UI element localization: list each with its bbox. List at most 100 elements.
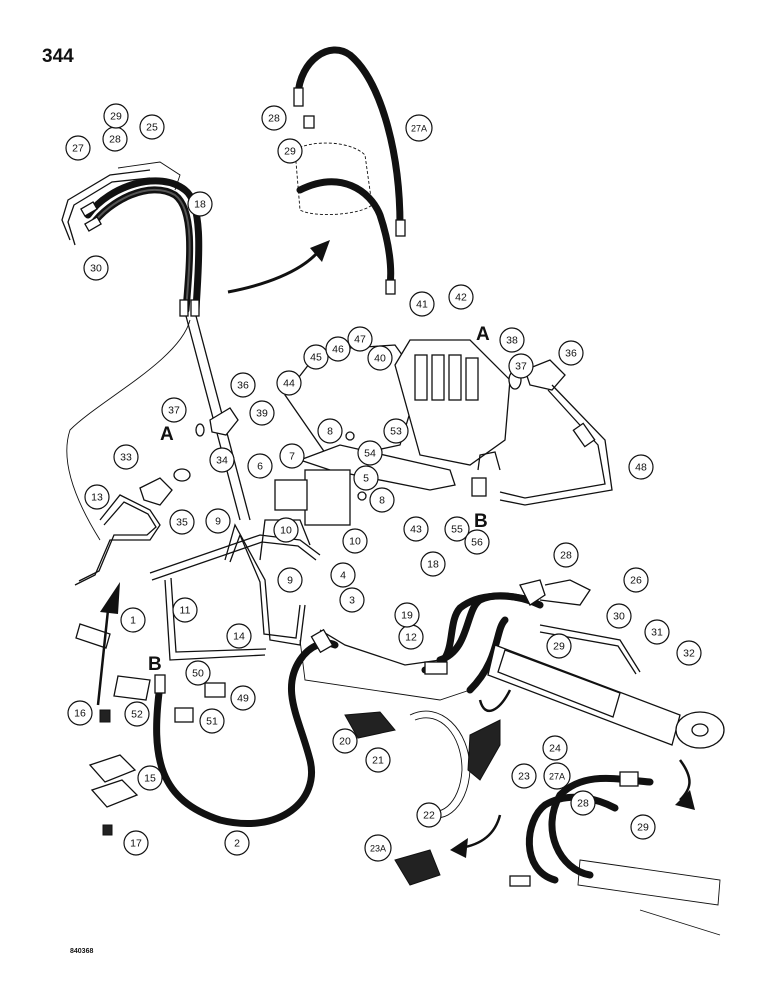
callout-label: 12	[405, 632, 417, 644]
callout-circle	[511, 763, 537, 789]
callout-label: 7	[289, 451, 295, 463]
callout-circle	[169, 509, 195, 535]
callout-c15: 15	[137, 765, 163, 791]
callout-c31: 31	[644, 619, 670, 645]
section-letter-a-right: A	[476, 324, 490, 345]
callout-circle	[113, 444, 139, 470]
callout-c6: 6	[247, 453, 273, 479]
callout-c54: 54	[357, 440, 383, 466]
callout-c45: 45	[303, 344, 329, 370]
callout-label: 29	[284, 146, 296, 158]
callout-circle	[120, 607, 146, 633]
callout-c32: 32	[676, 640, 702, 666]
callout-circle	[65, 135, 91, 161]
callout-c24: 24	[542, 735, 568, 761]
callout-c22: 22	[416, 802, 442, 828]
callout-c48: 48	[628, 454, 654, 480]
callout-c11: 11	[172, 597, 198, 623]
callout-c4: 4	[330, 562, 356, 588]
callout-circle	[623, 567, 649, 593]
callout-label: 15	[144, 773, 156, 785]
callout-label: 18	[427, 559, 439, 571]
callout-circle	[357, 440, 383, 466]
callout-c5: 5	[353, 465, 379, 491]
callout-circle	[67, 700, 93, 726]
callout-circle	[570, 790, 596, 816]
callout-label: 10	[280, 525, 292, 537]
callout-label: 23	[518, 771, 530, 783]
callout-circle	[365, 747, 391, 773]
callout-c26: 26	[623, 567, 649, 593]
callout-label: 13	[91, 492, 103, 504]
callout-circle	[644, 619, 670, 645]
callout-label: 37	[515, 361, 527, 373]
callout-c27a2: 27A	[543, 762, 571, 790]
arrow-4-head	[450, 838, 468, 858]
callout-label: 50	[192, 668, 204, 680]
callout-circle	[630, 814, 656, 840]
cylinder-24	[487, 624, 725, 749]
section-letter-b-left: B	[148, 654, 162, 675]
callout-c2: 2	[224, 830, 250, 856]
clamps	[344, 710, 501, 886]
callout-c43: 43	[403, 516, 429, 542]
callout-circle	[279, 443, 305, 469]
callout-c18a: 18	[187, 191, 213, 217]
callout-c12: 12	[398, 624, 424, 650]
callout-label: 6	[257, 461, 263, 473]
callout-circle	[187, 191, 213, 217]
callout-c30a: 30	[83, 255, 109, 281]
callout-c38: 38	[499, 327, 525, 353]
callout-c28b: 28	[261, 105, 287, 131]
callout-c33: 33	[113, 444, 139, 470]
callout-circle	[124, 701, 150, 727]
callout-label: 26	[630, 575, 642, 587]
callout-circle	[230, 685, 256, 711]
callout-label: 8	[327, 426, 333, 438]
callout-label: 27A	[411, 124, 427, 134]
callout-c25: 25	[139, 114, 165, 140]
detail-27a-bottom	[509, 771, 721, 936]
callout-circle	[226, 623, 252, 649]
callout-c39: 39	[249, 400, 275, 426]
callout-c28c: 28	[553, 542, 579, 568]
callout-circle	[137, 765, 163, 791]
callout-c42: 42	[448, 284, 474, 310]
callout-c29c: 29	[546, 633, 572, 659]
callout-label: 42	[455, 292, 467, 304]
callout-label: 29	[637, 822, 649, 834]
callout-circle	[464, 529, 490, 555]
callout-c8b: 8	[369, 487, 395, 513]
callout-label: 33	[120, 452, 132, 464]
callout-label: 2	[234, 838, 240, 850]
callout-label: 52	[131, 709, 143, 721]
callout-circle	[205, 508, 231, 534]
callout-circle	[367, 345, 393, 371]
callout-label: 46	[332, 344, 344, 356]
hose-2	[153, 628, 339, 828]
callout-circle	[332, 728, 358, 754]
callout-circle	[499, 327, 525, 353]
callout-circle	[353, 465, 379, 491]
arrow-1-head	[100, 582, 120, 614]
callout-c9b: 9	[277, 567, 303, 593]
callout-c19: 19	[394, 602, 420, 628]
callout-circle	[364, 834, 392, 862]
callout-label: 31	[651, 627, 663, 639]
callout-label: 3	[349, 595, 355, 607]
callout-c29b: 29	[277, 138, 303, 164]
callout-c23a: 23A	[364, 834, 392, 862]
callout-circle	[347, 326, 373, 352]
fitting-36-right	[471, 359, 613, 506]
callout-c47: 47	[347, 326, 373, 352]
callout-label: 51	[206, 716, 218, 728]
callout-label: 49	[237, 693, 249, 705]
callout-circle	[606, 603, 632, 629]
page-number: 344	[42, 46, 74, 67]
callout-label: 34	[216, 455, 228, 467]
callout-label: 5	[363, 473, 369, 485]
callout-c14: 14	[226, 623, 252, 649]
callout-label: 28	[577, 798, 589, 810]
callout-label: 8	[379, 495, 385, 507]
arrow-1	[96, 609, 110, 706]
